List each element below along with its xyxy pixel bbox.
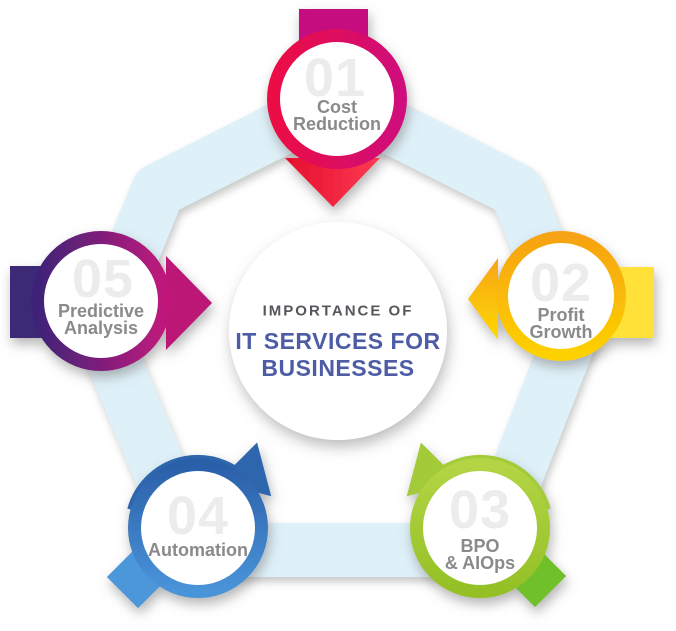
- node-04-number: 04: [166, 486, 230, 546]
- node-02-label-line2: Growth: [529, 322, 593, 342]
- node-05-number: 05: [71, 249, 135, 309]
- node-05-ring: [31, 231, 171, 371]
- node-05-label: Predictive Analysis: [57, 301, 145, 338]
- node-01-label: Cost Reduction: [293, 97, 381, 134]
- node-01-number: 01: [303, 48, 367, 108]
- center-title-line2: BUSINESSES: [261, 355, 415, 381]
- node-05-label-line2: Analysis: [63, 318, 139, 338]
- node-05-label-line1: Predictive: [57, 301, 145, 321]
- node-02-label-line1: Profit: [537, 305, 585, 325]
- node-04-group: [106, 442, 272, 609]
- node-01-group: [267, 9, 407, 207]
- node-02-number: 02: [529, 253, 593, 313]
- connector-band: [74, 73, 600, 577]
- node-03-number: 03: [448, 480, 512, 540]
- node-03-group: [406, 442, 567, 608]
- node-01-label-line1: Cost: [317, 97, 357, 117]
- node-04-ring: [128, 458, 268, 598]
- node-02-label: Profit Growth: [529, 305, 593, 342]
- center-title-line1: IT SERVICES FOR: [235, 328, 441, 354]
- node-02-group: [468, 231, 654, 361]
- node-04-label-line1: Automation: [148, 540, 248, 560]
- arrow-02-head: [468, 258, 498, 340]
- node-03-label: BPO & AIOps: [444, 536, 516, 573]
- node-03-label-line2: & AIOps: [444, 553, 516, 573]
- center-eyebrow: IMPORTANCE OF: [262, 302, 414, 320]
- node-05-group: [10, 231, 212, 371]
- node-03-ring: [410, 458, 550, 598]
- node-02-ring: [496, 231, 626, 361]
- center-title: IT SERVICES FOR BUSINESSES: [235, 328, 440, 382]
- node-03-label-line1: BPO: [460, 536, 500, 556]
- node-01-label-line2: Reduction: [293, 114, 381, 134]
- node-04-label: Automation: [148, 540, 248, 560]
- node-01-ring: [267, 29, 407, 169]
- arrow-01-head: [285, 158, 380, 207]
- arrow-05-head: [166, 256, 212, 350]
- center-circle: [229, 222, 447, 440]
